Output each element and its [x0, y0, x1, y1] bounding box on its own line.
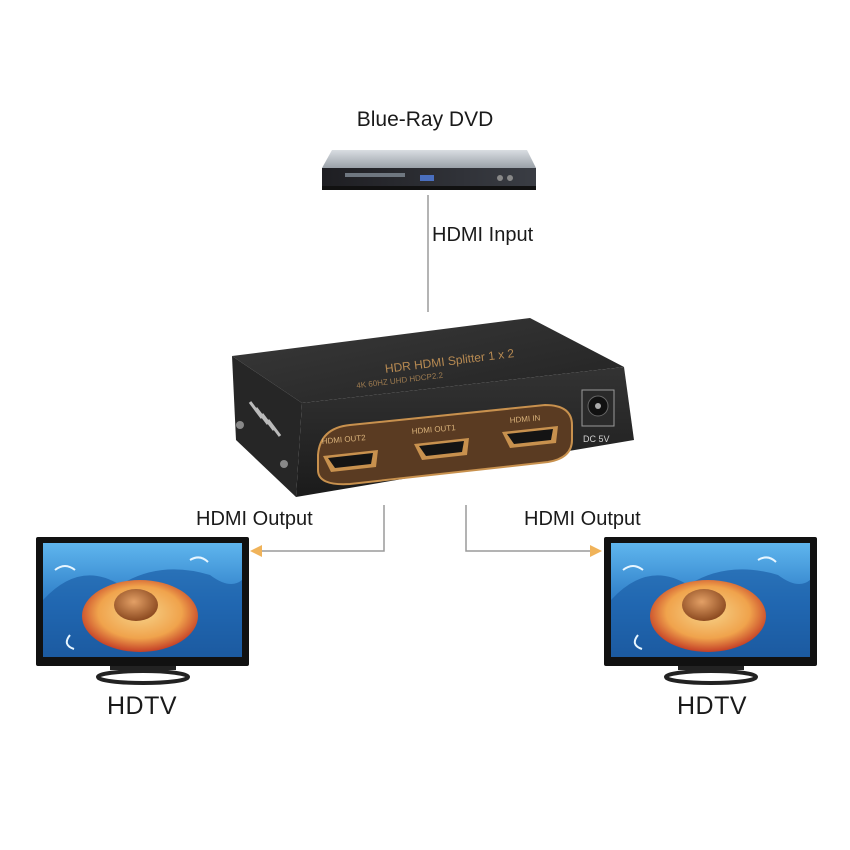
hdmi-out1-port	[414, 438, 469, 460]
screw-icon	[280, 460, 288, 468]
hdmi-splitter-device: HDR HDMI Splitter 1 x 2 4K 60HZ UHD HDCP…	[232, 318, 634, 497]
hdmi-input-label: HDMI Input	[432, 224, 534, 246]
arrow-left-icon	[250, 545, 262, 557]
hdmi-output-left-line	[250, 505, 385, 557]
source-label: Blue-Ray DVD	[356, 108, 494, 131]
port-label-out2: HDMI OUT2	[321, 433, 366, 446]
hdtv-right-icon	[604, 537, 817, 685]
hdmi-output-right-line	[465, 505, 602, 557]
port-label-out1: HDMI OUT1	[411, 423, 456, 436]
hdmi-in-port	[502, 426, 558, 448]
hdtv-left-icon	[36, 537, 249, 685]
vent-slots	[248, 401, 282, 437]
arrow-right-icon	[590, 545, 602, 557]
bluray-player-icon	[322, 150, 536, 190]
hdmi-output-left-label: HDMI Output	[196, 508, 313, 530]
dc-label: DC 5V	[583, 434, 610, 444]
screw-icon	[236, 421, 244, 429]
hdmi-out2-port	[323, 450, 378, 472]
tv-right-label: HDTV	[677, 692, 748, 720]
port-label-in: HDMI IN	[509, 413, 541, 425]
tv-left-label: HDTV	[107, 692, 178, 720]
dc-power-port: DC 5V	[581, 389, 615, 444]
hdmi-output-right-label: HDMI Output	[524, 508, 641, 530]
